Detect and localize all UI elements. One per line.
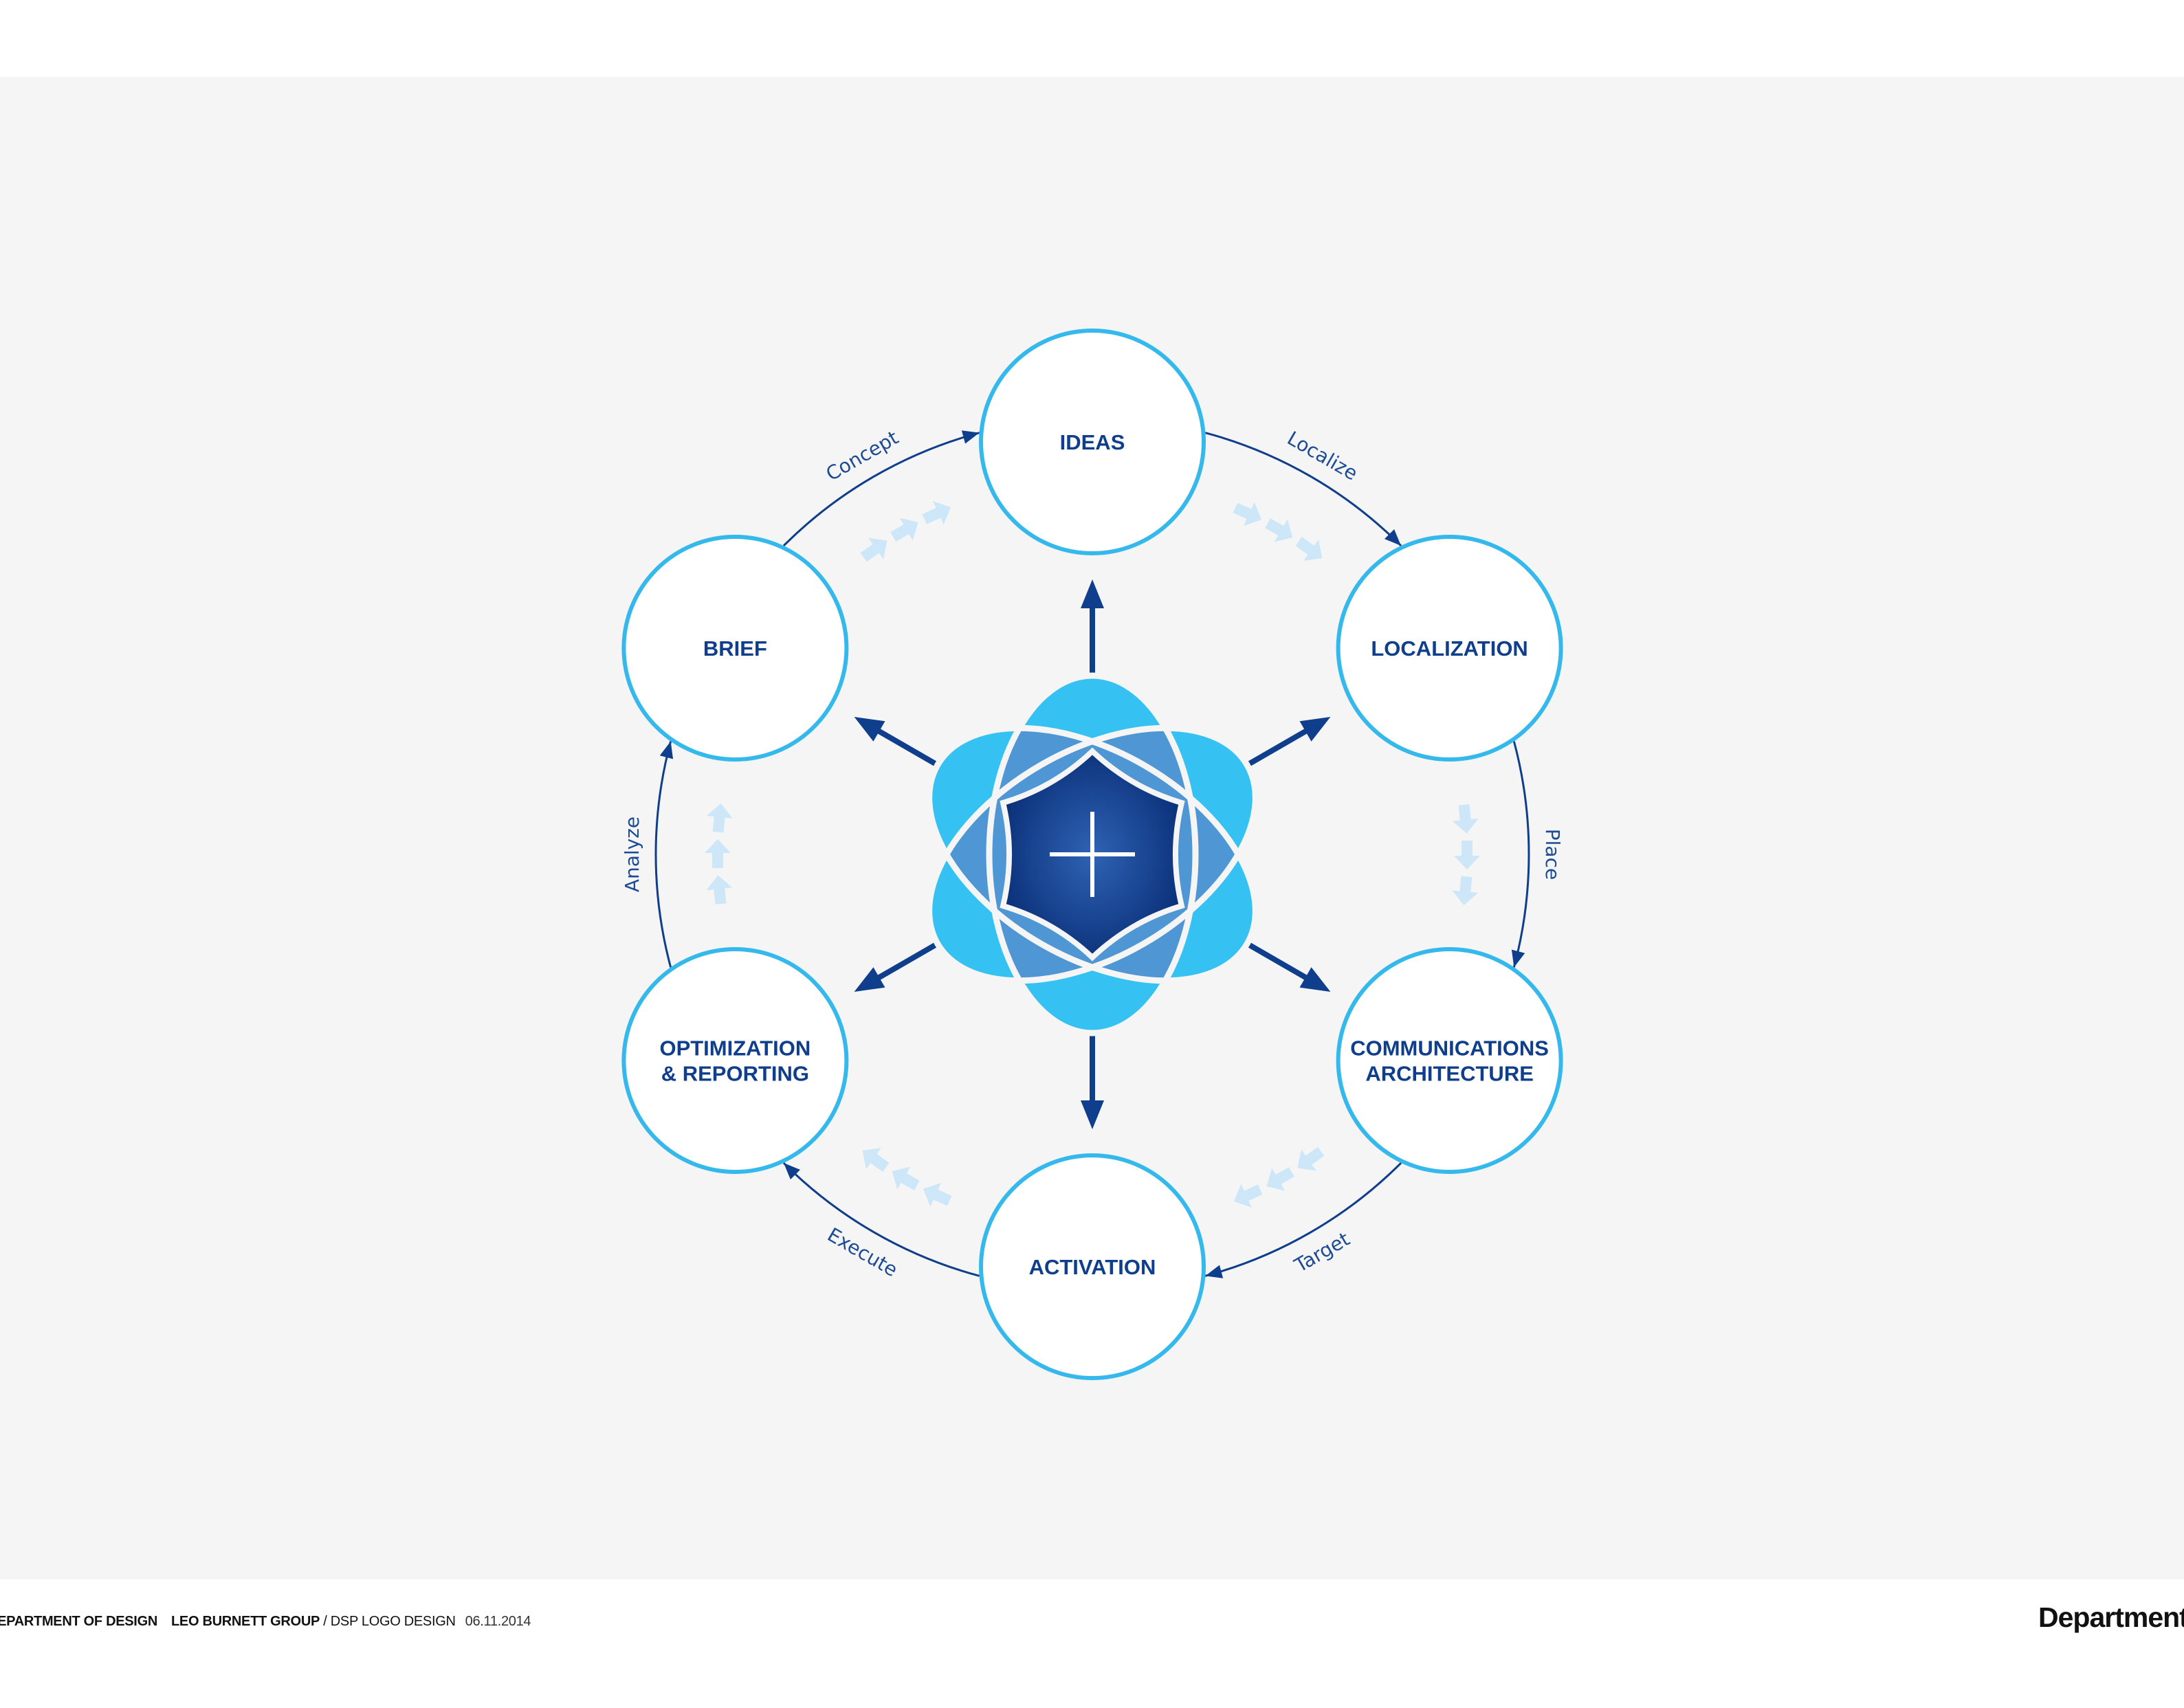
flow-ideas-to-localization: Localize: [1204, 427, 1402, 547]
node-circle: [1336, 535, 1563, 762]
spoke-arrowhead: [854, 717, 885, 742]
brand-wordmark: Department: [2038, 1601, 2184, 1633]
flow-arrowhead: [961, 430, 980, 444]
flow-optimization-reporting-to-brief: Analyze: [621, 741, 674, 968]
flow-arrowhead: [1384, 529, 1402, 546]
hint-arrow: [1452, 876, 1479, 906]
node-brief: BRIEF: [621, 535, 849, 762]
hint-arrow: [1297, 1146, 1325, 1171]
node-label: LOCALIZATION: [1371, 636, 1527, 661]
hint-arrow: [705, 839, 731, 868]
footer-date: 06.11.2014: [465, 1614, 531, 1629]
node-circle: [979, 1153, 1206, 1380]
flow-communications-architecture-to-activation: Target: [1204, 1162, 1402, 1278]
hint-arrow: [1452, 804, 1479, 834]
flow-arc: [1204, 432, 1402, 547]
flow-label-target: Target: [1290, 1228, 1354, 1277]
node-label: ARCHITECTURE: [1365, 1062, 1534, 1086]
hint-arrow: [892, 1166, 920, 1190]
hint-arrows-icon: [1233, 502, 1323, 561]
flow-arrowhead: [659, 741, 674, 759]
spoke-arrowhead: [1299, 717, 1331, 742]
flow-label-analyze: Analyze: [621, 817, 643, 892]
spoke-arrowhead: [1081, 1100, 1104, 1129]
hint-arrow: [1454, 841, 1480, 869]
footer-separator: /: [320, 1614, 331, 1629]
node-optimization-reporting: OPTIMIZATION& REPORTING: [621, 947, 849, 1174]
hint-arrows-icon: [705, 803, 733, 905]
node-label: COMMUNICATIONS: [1350, 1036, 1549, 1061]
node-circle: [979, 329, 1206, 555]
plus-logo-icon: [926, 672, 1259, 1036]
hint-arrows-icon: [1233, 1146, 1325, 1208]
node-activation: ACTIVATION: [979, 1153, 1206, 1380]
flow-arc: [782, 432, 980, 547]
flow-label-localize: Localize: [1283, 427, 1362, 485]
hint-arrow: [1266, 1167, 1294, 1191]
hint-arrows-icon: [860, 500, 951, 562]
flow-arrowhead: [1511, 949, 1525, 968]
spoke-arrowhead: [1299, 967, 1331, 992]
node-circle: [621, 535, 849, 762]
node-localization: LOCALIZATION: [1336, 535, 1563, 762]
hint-arrow: [1233, 502, 1262, 526]
hint-arrow: [1295, 537, 1323, 561]
spoke-arrowhead: [1081, 579, 1104, 608]
flow-arc: [654, 741, 672, 968]
logo-petal-outline: [986, 672, 1199, 1036]
node-label: BRIEF: [703, 636, 767, 661]
hint-arrow: [1265, 518, 1293, 542]
node-label: ACTIVATION: [1029, 1255, 1156, 1279]
flow-arc: [1512, 741, 1530, 968]
flow-label-execute: Execute: [824, 1223, 901, 1282]
footer-department: DEPARTMENT OF DESIGN: [0, 1614, 157, 1629]
plus-horizontal: [1050, 852, 1135, 856]
node-label: IDEAS: [1060, 430, 1125, 454]
hint-arrows-icon: [862, 1148, 952, 1207]
hint-arrow: [922, 500, 951, 525]
flow-localization-to-communications-architecture: Place: [1511, 741, 1564, 968]
flow-arc: [782, 1162, 980, 1277]
hint-arrow: [860, 537, 887, 562]
flow-label-place: Place: [1541, 829, 1564, 880]
footer-group: LEO BURNETT GROUP: [170, 1614, 320, 1629]
hint-arrow: [923, 1182, 952, 1207]
flow-label-concept: Concept: [822, 426, 903, 485]
hint-arrows-icon: [1452, 804, 1480, 906]
flow-arrowhead: [783, 1163, 801, 1180]
flow-brief-to-ideas: Concept: [782, 426, 980, 547]
flow-activation-to-optimization-reporting: Execute: [782, 1162, 980, 1282]
hint-arrow: [706, 875, 733, 905]
node-label: & REPORTING: [661, 1062, 809, 1086]
node-circle: [1336, 947, 1563, 1174]
hint-arrow: [1233, 1184, 1263, 1208]
flow-arc: [1204, 1162, 1402, 1277]
spoke-arrowhead: [854, 967, 885, 992]
hint-arrow: [706, 803, 733, 833]
node-circle: [621, 947, 849, 1174]
logo-petal-outline: [926, 724, 1259, 984]
footer-project: DSP LOGO DESIGN: [330, 1614, 456, 1629]
hint-arrow: [862, 1148, 890, 1172]
node-label: OPTIMIZATION: [659, 1036, 810, 1061]
hint-arrow: [890, 518, 918, 542]
logo-petal-outline: [926, 724, 1259, 984]
node-ideas: IDEAS: [979, 329, 1206, 555]
flow-arrowhead: [1205, 1265, 1224, 1278]
